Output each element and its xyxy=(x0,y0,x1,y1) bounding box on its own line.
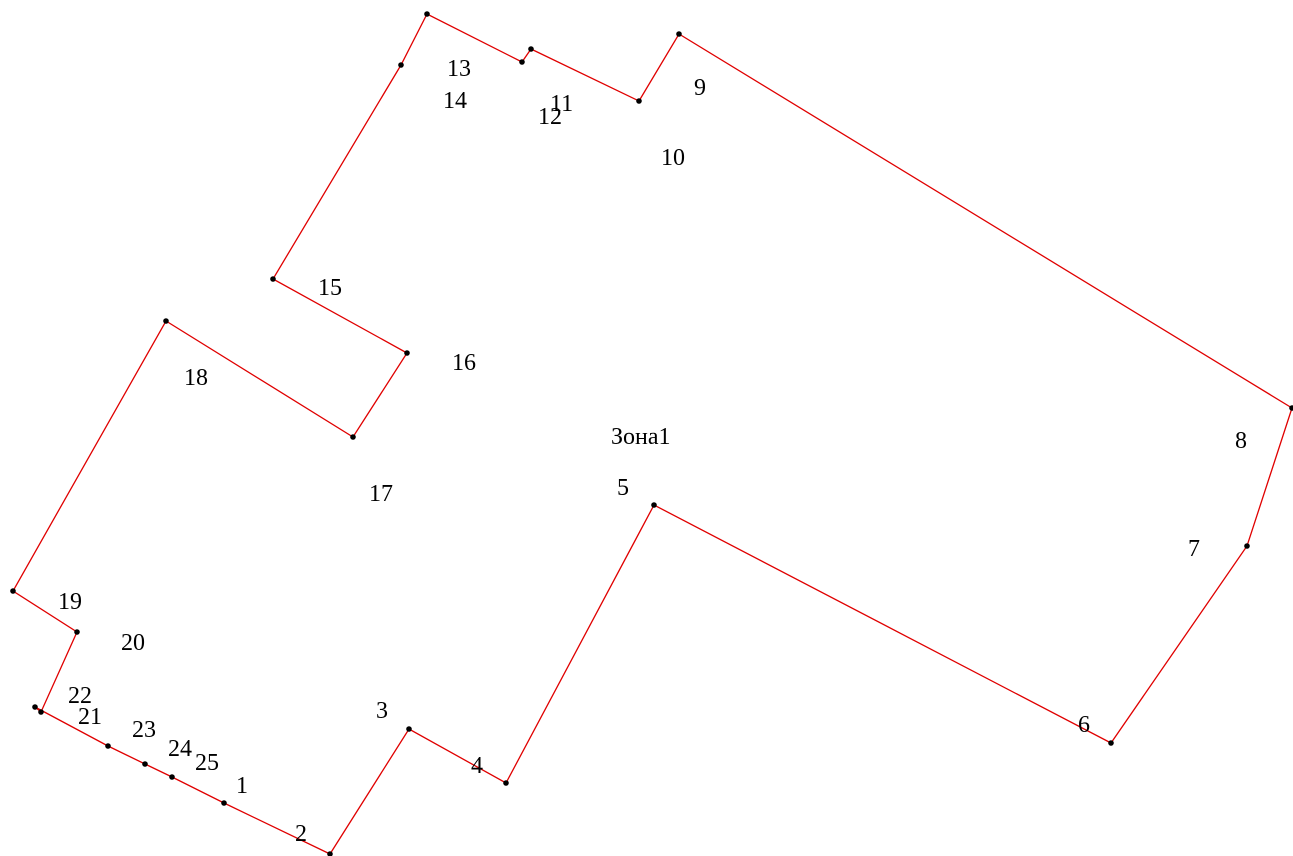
vertex-label-10: 10 xyxy=(661,145,685,171)
vertex-3 xyxy=(406,726,412,732)
vertex-label-3: 3 xyxy=(376,698,388,724)
vertex-9 xyxy=(676,31,682,37)
vertex-label-13: 13 xyxy=(447,56,471,82)
vertex-labels: 1234567891011121314151617181920212223242… xyxy=(58,56,1247,847)
vertex-label-11: 11 xyxy=(550,91,573,117)
vertex-label-2: 2 xyxy=(295,821,307,847)
vertex-label-14: 14 xyxy=(443,88,467,114)
vertex-25 xyxy=(169,774,175,780)
zone-label: Зона1 xyxy=(611,424,671,450)
vertex-label-23: 23 xyxy=(132,717,156,743)
vertex-label-5: 5 xyxy=(617,475,629,501)
vertex-18 xyxy=(163,318,169,324)
vertex-label-4: 4 xyxy=(471,753,483,779)
vertex-7 xyxy=(1244,543,1250,549)
vertex-label-12: 12 xyxy=(538,104,562,130)
vertex-label-18: 18 xyxy=(184,365,208,391)
vertex-label-9: 9 xyxy=(694,75,706,101)
vertex-11 xyxy=(528,46,534,52)
vertex-4 xyxy=(503,780,509,786)
vertex-22 xyxy=(32,704,38,710)
vertex-21 xyxy=(38,709,44,715)
vertex-1 xyxy=(221,800,227,806)
vertex-markers xyxy=(10,11,1293,856)
vertex-20 xyxy=(74,629,80,635)
vertex-label-16: 16 xyxy=(452,350,476,376)
vertex-23 xyxy=(105,743,111,749)
vertex-label-7: 7 xyxy=(1188,536,1200,562)
vertex-24 xyxy=(142,761,148,767)
vertex-label-20: 20 xyxy=(121,630,145,656)
vertex-13 xyxy=(424,11,430,17)
vertex-5 xyxy=(651,502,657,508)
vertex-16 xyxy=(404,350,410,356)
vertex-label-21: 21 xyxy=(78,704,102,730)
vertex-label-8: 8 xyxy=(1235,428,1247,454)
vertex-6 xyxy=(1108,740,1114,746)
vertex-label-19: 19 xyxy=(58,589,82,615)
vertex-17 xyxy=(350,434,356,440)
vertex-label-17: 17 xyxy=(369,481,393,507)
vertex-label-25: 25 xyxy=(195,750,219,776)
vertex-14 xyxy=(398,62,404,68)
vertex-15 xyxy=(270,276,276,282)
vertex-8 xyxy=(1289,405,1293,411)
vertex-label-24: 24 xyxy=(168,736,192,762)
vertex-2 xyxy=(327,851,333,856)
vertex-label-22: 22 xyxy=(68,683,92,709)
vertex-10 xyxy=(636,98,642,104)
vertex-label-1: 1 xyxy=(236,773,248,799)
vertex-label-6: 6 xyxy=(1078,712,1090,738)
vertex-19 xyxy=(10,588,16,594)
vertex-12 xyxy=(519,59,525,65)
vertex-label-15: 15 xyxy=(318,275,342,301)
